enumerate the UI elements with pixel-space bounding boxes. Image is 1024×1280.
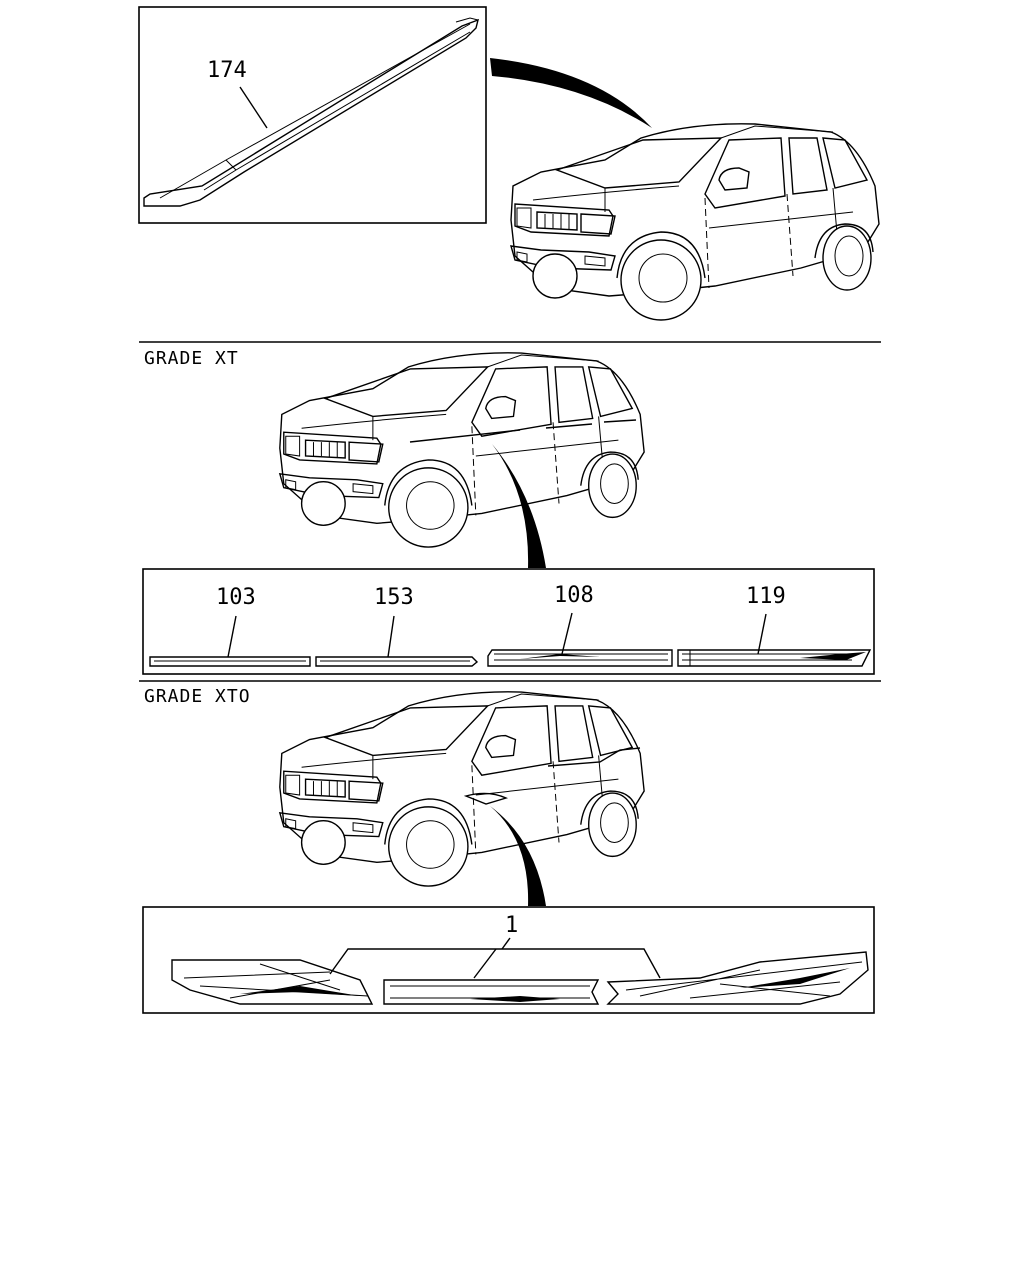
grade-xto-section: GRADE XTO 1 — [142, 686, 875, 1014]
graphic-front-piece — [171, 959, 374, 1005]
callout-108: 108 — [554, 583, 594, 608]
callout-153: 153 — [374, 585, 414, 610]
leader-line-174 — [239, 86, 268, 129]
grade-xt-label: GRADE XT — [144, 348, 239, 369]
xt-moldings-frame — [142, 568, 875, 675]
roof-rail-inset-frame — [138, 6, 487, 224]
graphic-rear-piece — [606, 951, 869, 1005]
xto-graphics-frame — [142, 906, 875, 1014]
leader-line-108 — [561, 612, 573, 655]
vehicle-top — [510, 123, 880, 321]
callout-103: 103 — [216, 585, 256, 610]
molding-108 — [487, 649, 673, 667]
grade-xt-section: GRADE XT 103 153 108 119 — [142, 348, 875, 675]
leader-line-119 — [757, 613, 767, 655]
xt-molding-rear — [545, 419, 637, 429]
callout-119: 119 — [746, 584, 786, 609]
roof-rail-part — [143, 17, 480, 207]
vehicle-grade-xto — [279, 691, 645, 887]
pointer-arrow-xto — [490, 806, 546, 906]
molding-103 — [149, 656, 311, 667]
vehicle-grade-xt — [279, 352, 645, 548]
xt-molding-front — [409, 429, 521, 443]
molding-119 — [677, 649, 872, 667]
pointer-arrow-xt — [492, 444, 546, 568]
leader-line-153 — [387, 615, 395, 658]
callout-1: 1 — [505, 913, 518, 938]
xto-rear-graphic — [547, 747, 641, 767]
top-section: 174 — [138, 6, 880, 321]
graphic-middle-piece — [383, 979, 600, 1005]
leader-line-1 — [501, 937, 511, 950]
pointer-arrow-top — [490, 58, 652, 128]
xto-side-graphic — [463, 792, 509, 805]
molding-153 — [315, 656, 479, 667]
grade-xto-label: GRADE XTO — [144, 686, 251, 707]
callout-174: 174 — [207, 58, 247, 83]
leader-line-103 — [227, 615, 237, 658]
leader-bracket-1 — [329, 948, 661, 979]
